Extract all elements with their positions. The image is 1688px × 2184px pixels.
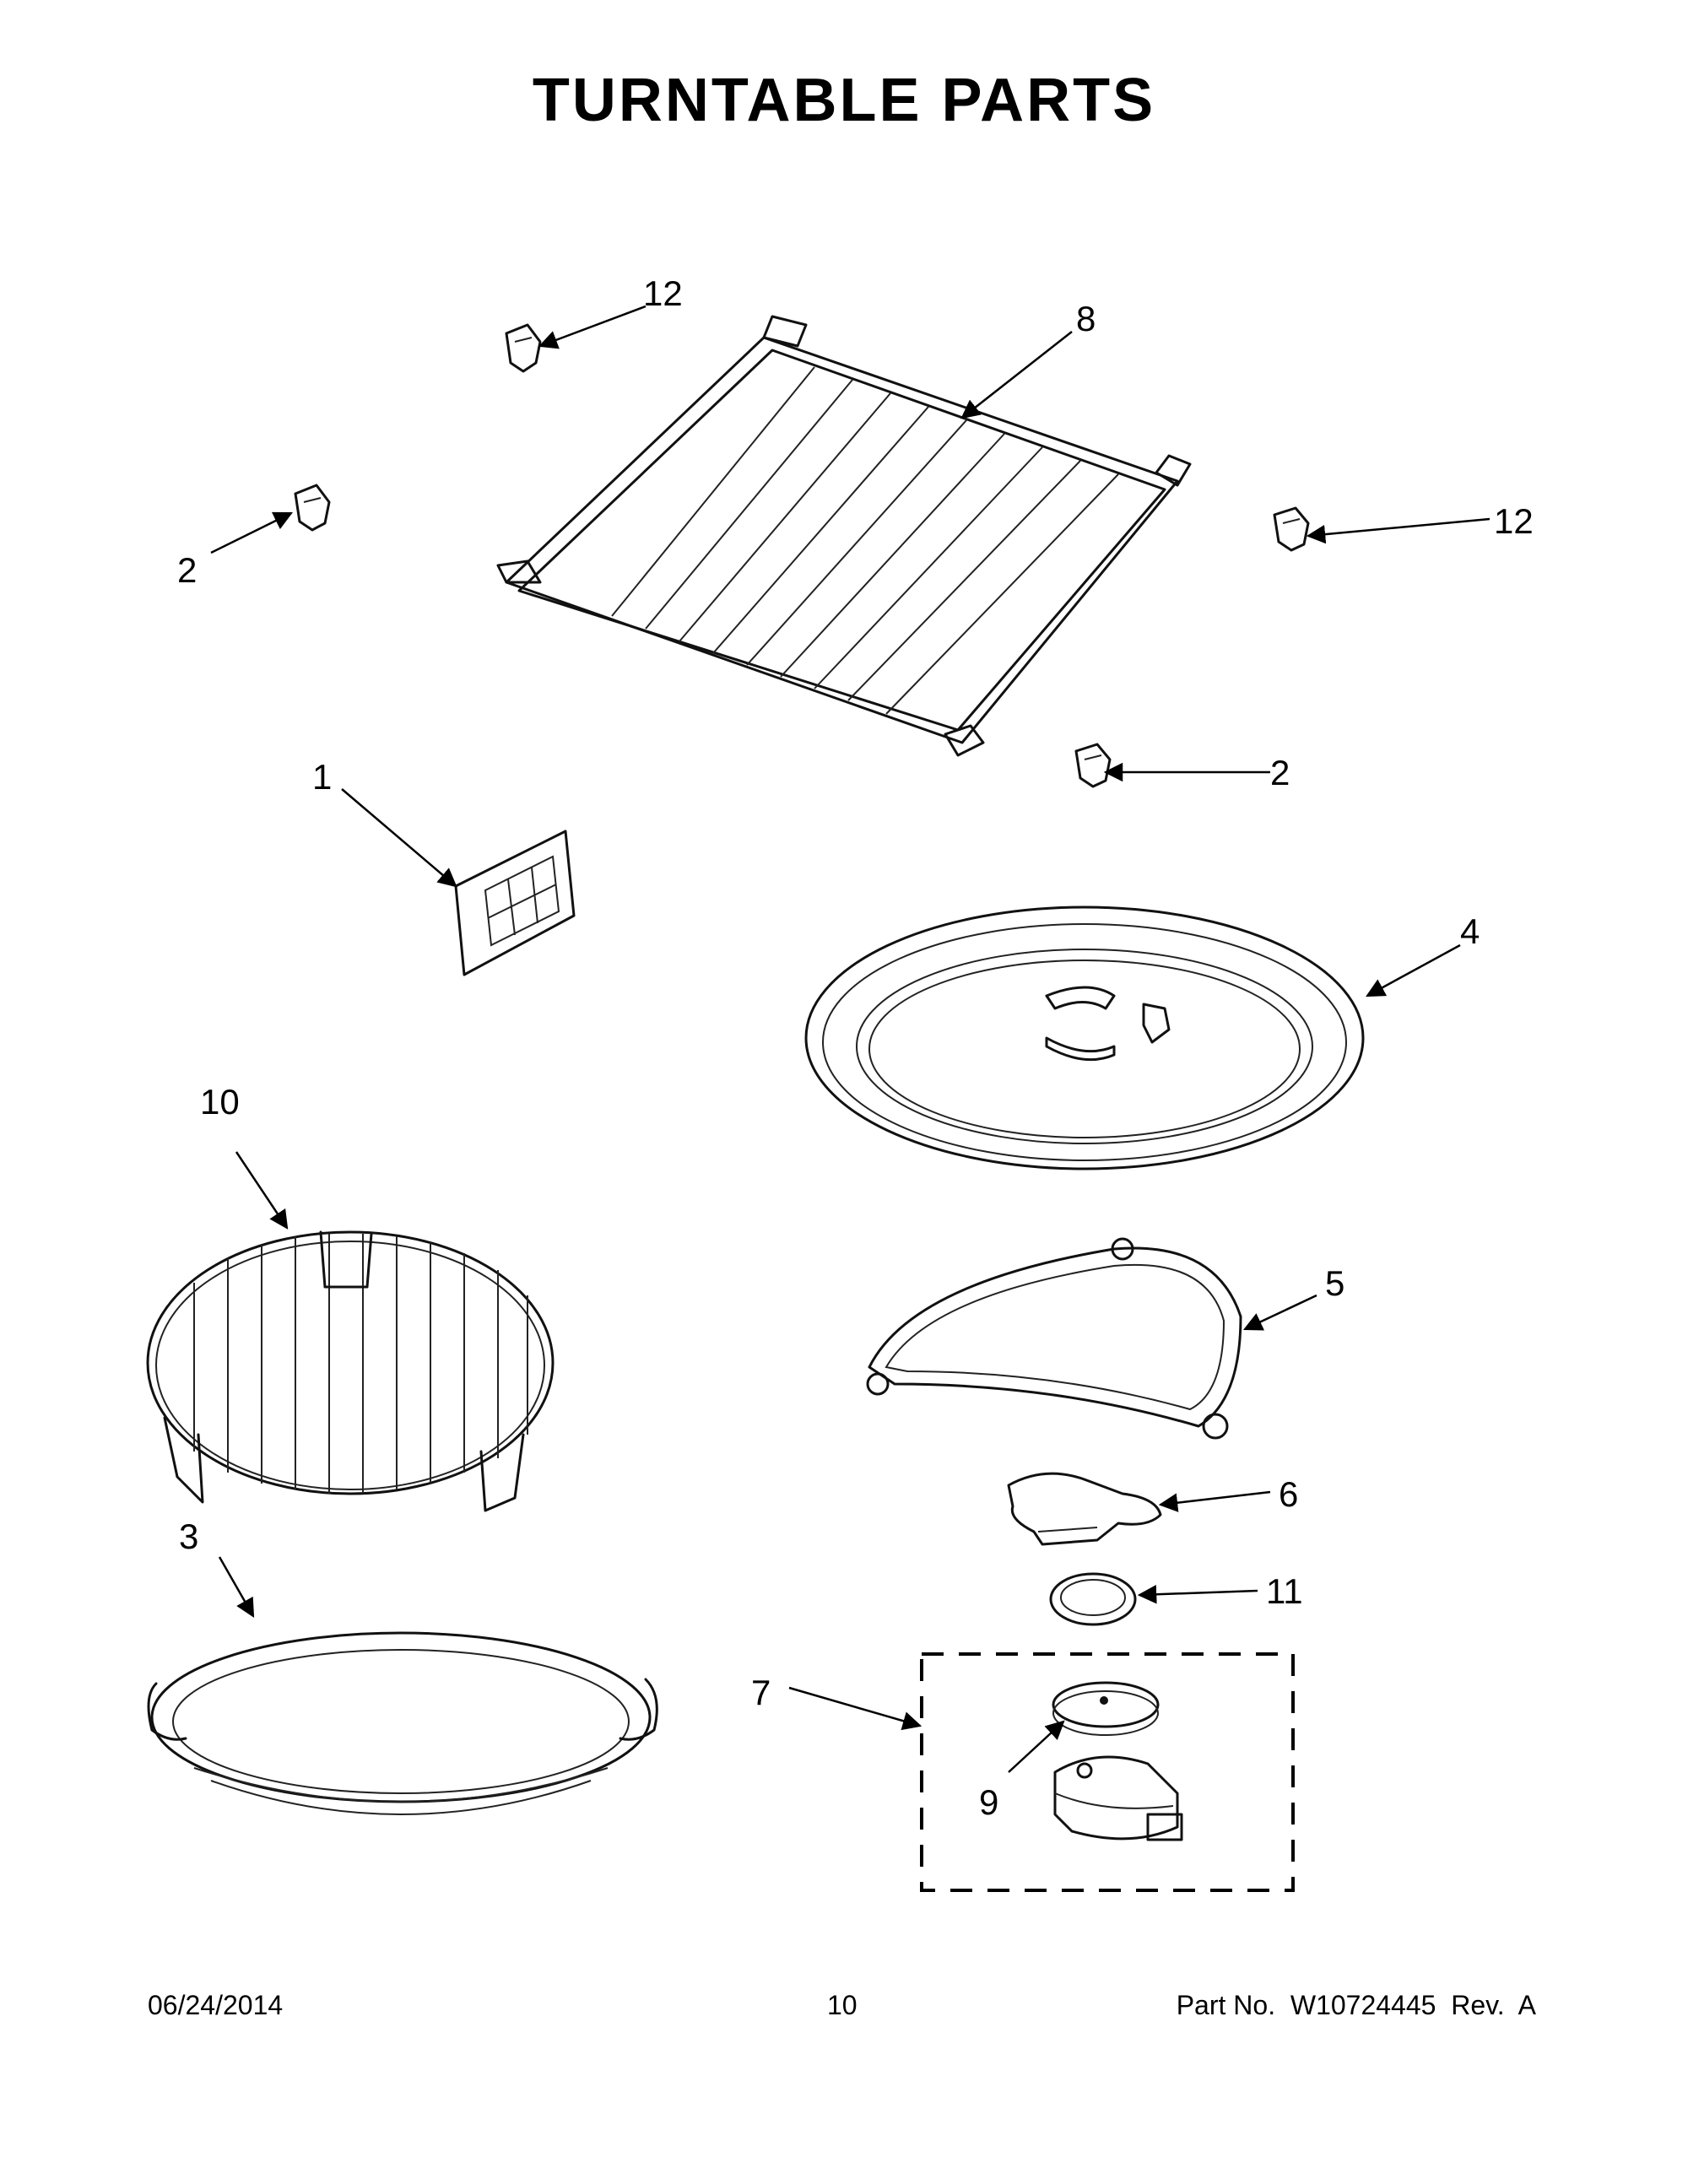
callout-10: 10 [200,1082,240,1122]
filter-cover-part [454,830,576,976]
footer-date: 06/24/2014 [148,1990,284,2020]
callout-1: 1 [312,757,332,797]
clip-part-12-upper [505,323,542,373]
callout-2-right: 2 [1270,753,1290,792]
callout-8: 8 [1076,299,1096,338]
callout-11: 11 [1266,1571,1303,1611]
turntable-glass-tray-part [804,905,1365,1170]
callout-9: 9 [979,1782,998,1822]
clip-part-2-left [294,484,331,532]
callout-12-right: 12 [1494,501,1534,541]
baking-pan-part [147,1631,658,1815]
callout-3: 3 [179,1516,198,1556]
callout-5: 5 [1325,1263,1344,1303]
turntable-motor-part [1053,1755,1183,1841]
callout-4: 4 [1460,911,1480,951]
callout-12-upper: 12 [643,273,683,313]
clip-part-2-right [1074,743,1112,788]
footer-part-number: Part No. W10724445 Rev. A [1176,1990,1536,2020]
motor-coupler-disk-part [1052,1681,1160,1736]
callout-2-left: 2 [177,550,197,590]
coupler-part [1007,1472,1162,1546]
callout-6: 6 [1279,1474,1298,1514]
motor-assembly-group-box [920,1652,1295,1892]
callout-7: 7 [751,1673,771,1712]
page-title: TURNTABLE PARTS [532,67,1156,134]
wire-shelf-rack-part [496,315,1192,757]
roller-ring-support-part [866,1237,1242,1440]
footer-page-number: 10 [827,1990,858,2020]
seal-ring-part [1049,1572,1137,1626]
clip-part-12-right [1273,506,1310,552]
round-wire-rack-part [146,1230,555,1512]
